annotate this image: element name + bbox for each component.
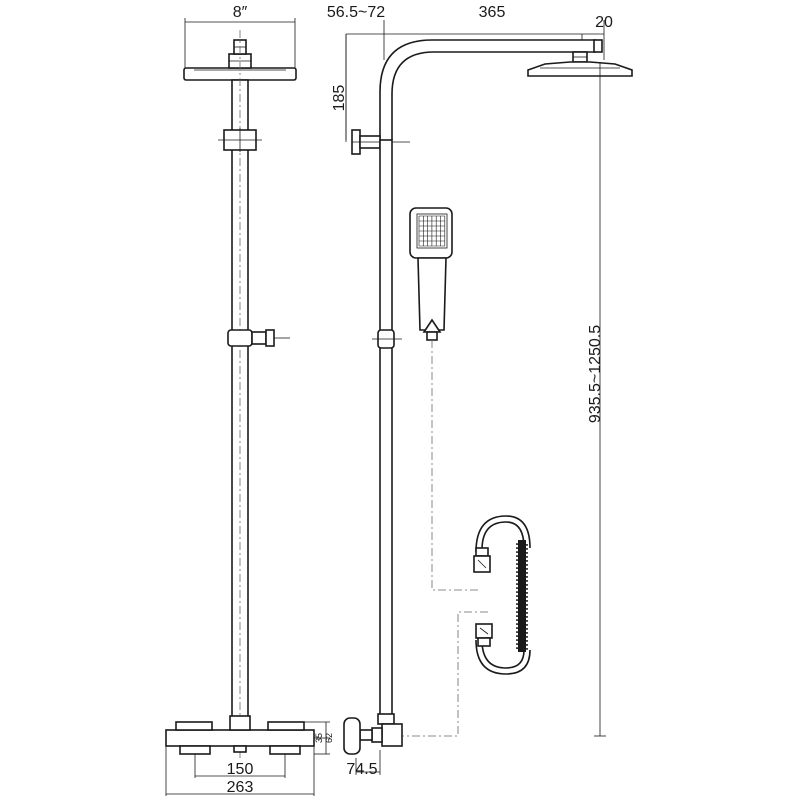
wall-offset-label: 74.5 — [346, 761, 377, 778]
valve-handle-side — [343, 717, 361, 755]
handheld-head — [409, 207, 453, 259]
valve-body-front — [165, 729, 315, 747]
slider-holder-front — [227, 329, 253, 347]
valve-height-b-label: 62 — [324, 733, 334, 743]
head-diameter-label: 8″ — [233, 4, 248, 21]
total-height-label: 935.5~1250.5 — [587, 325, 604, 423]
valve-height-a-label: 35 — [314, 733, 324, 743]
shower-hose — [473, 515, 531, 675]
handheld-shower — [409, 207, 453, 341]
head-thickness-label: 20 — [595, 14, 613, 31]
front-view: 8″ 150 — [165, 4, 334, 796]
shower-arm-inner — [391, 51, 596, 140]
valve-width-label: 263 — [227, 779, 254, 796]
bracket-height-label: 185 — [331, 85, 348, 112]
side-view: 56.5~72 365 20 185 — [327, 4, 633, 778]
handheld-handle — [417, 257, 447, 331]
arm-offset-label: 56.5~72 — [327, 4, 385, 21]
arm-length-label: 365 — [479, 4, 506, 21]
inlet-spacing-label: 150 — [227, 761, 254, 778]
shower-arm-outer — [379, 39, 596, 140]
shower-head-side — [527, 61, 633, 77]
riser-pipe-side — [379, 139, 393, 717]
diverter-side — [381, 723, 403, 747]
